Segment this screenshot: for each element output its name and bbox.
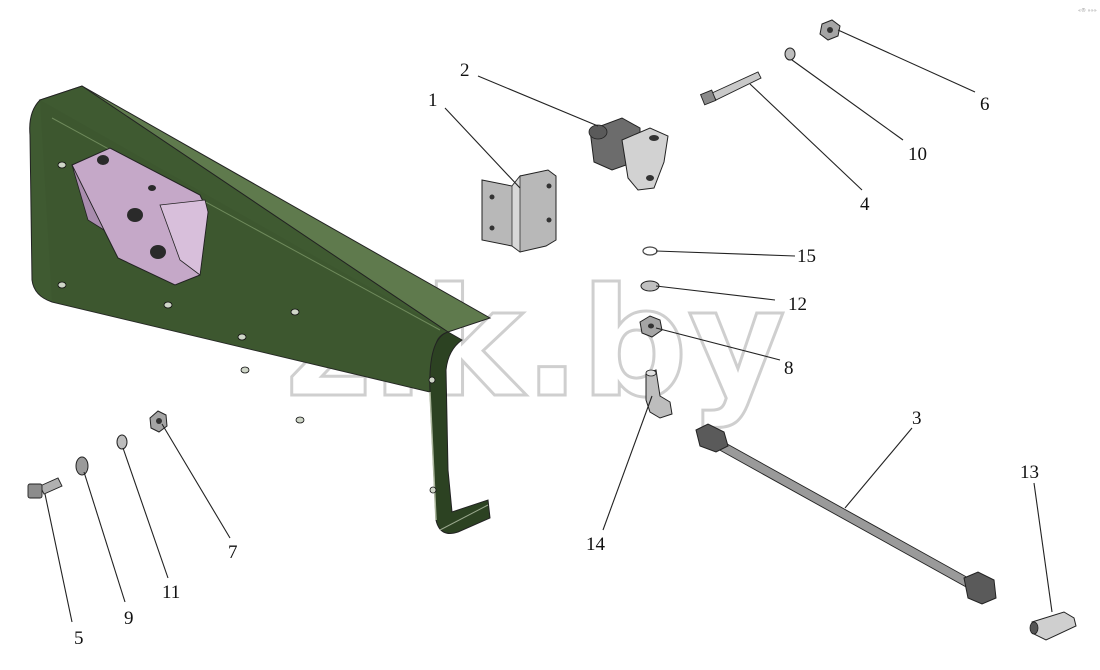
callout-6: 6 [980,94,990,115]
part-2-valve [588,117,669,191]
callout-12: 12 [788,294,807,315]
callout-8: 8 [784,358,794,379]
callout-9: 9 [124,608,134,629]
callout-5: 5 [74,628,84,649]
leader-lines [44,29,1053,623]
part-7-nut [149,410,168,433]
part-1-bracket [481,169,557,253]
part-11-washer [116,434,128,450]
part-3-pipe [695,423,997,605]
part-10-washer [784,47,796,61]
part-9-washer [75,456,89,476]
callout-labels: 1 2 3 4 5 6 7 8 9 10 11 12 13 14 15 [74,60,1039,649]
callout-7: 7 [228,542,238,563]
frame-holes [57,161,437,494]
callout-11: 11 [162,582,180,603]
part-6-nut [819,19,841,41]
callout-10: 10 [908,144,927,165]
part-14-elbow-fitting [645,369,673,419]
callout-3: 3 [912,408,922,429]
part-15-washer [642,246,658,256]
part-5-bolt [27,477,63,499]
part-13-elbow-fitting [1029,611,1077,641]
callout-15: 15 [797,246,816,267]
callout-13: 13 [1020,462,1039,483]
corner-mark: «® »»» [1078,7,1097,14]
callout-1: 1 [428,90,438,111]
callout-4: 4 [860,194,870,215]
part-4-bolt [699,71,762,106]
callout-2: 2 [460,60,470,81]
callout-14: 14 [586,534,606,555]
frame-mounting-bracket [71,147,209,286]
